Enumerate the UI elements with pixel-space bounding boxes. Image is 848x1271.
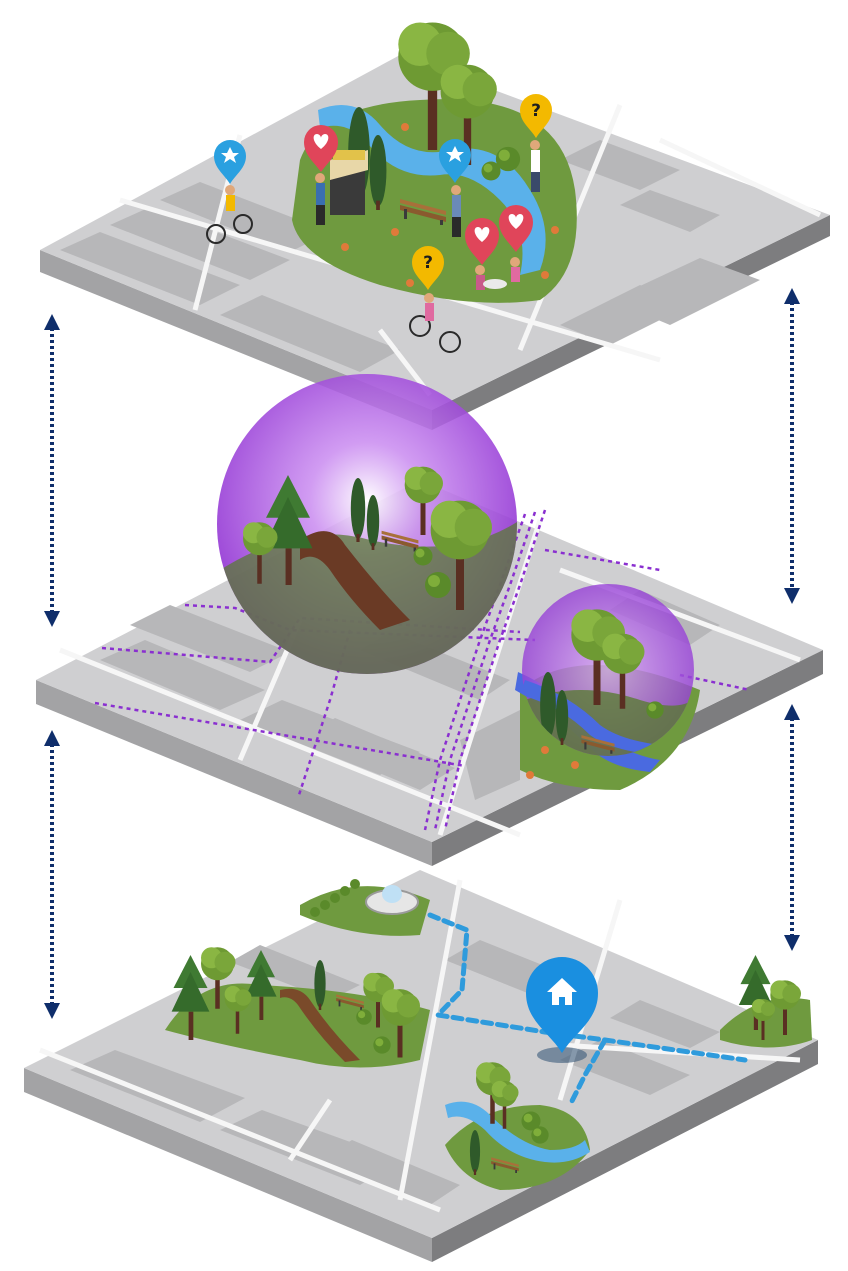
arrow-up-icon <box>784 288 800 304</box>
arrow-down-icon <box>44 611 60 627</box>
svg-text:?: ? <box>423 253 433 273</box>
arrow-down-icon <box>784 935 800 951</box>
star-icon <box>439 139 471 183</box>
arrow-up-icon <box>44 730 60 746</box>
green-space-accessibility-layer <box>36 374 823 866</box>
heart-icon <box>465 218 499 265</box>
bottom-slab-side-right <box>432 1040 818 1262</box>
question-icon: ? <box>412 246 444 290</box>
arrow-down-icon <box>44 1003 60 1019</box>
hedge-row <box>310 879 360 917</box>
base-map-layer <box>24 870 818 1262</box>
middle-slab-side-left <box>36 680 432 866</box>
middle-flowers <box>526 746 579 779</box>
connectors <box>50 302 794 1005</box>
bottom-river <box>445 1101 590 1163</box>
arrow-down-icon <box>784 588 800 604</box>
arrow-up-icon <box>44 314 60 330</box>
social-activity-layer <box>40 22 830 430</box>
top-city-blocks <box>60 140 760 372</box>
bottom-slab-side-left <box>24 1068 432 1262</box>
question-icon: ? <box>520 94 552 138</box>
arrow-heads <box>44 288 800 1019</box>
bottom-right-park <box>720 998 812 1048</box>
svg-text:?: ? <box>531 101 541 121</box>
star-icon <box>214 140 246 184</box>
cyclist-left <box>206 185 253 244</box>
bottom-path <box>280 988 360 1062</box>
top-flowers <box>341 123 559 287</box>
buffer-large-park <box>220 466 517 674</box>
top-people <box>315 140 540 290</box>
heart-icon <box>499 205 533 252</box>
home-icon <box>526 957 598 1053</box>
heart-icon <box>304 125 338 172</box>
food-cart <box>330 150 368 215</box>
arrow-up-icon <box>784 704 800 720</box>
cyclist-bottom <box>409 293 461 353</box>
pins-top: ? ? <box>214 94 552 290</box>
